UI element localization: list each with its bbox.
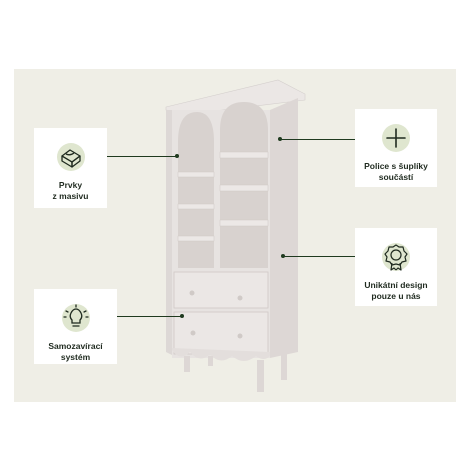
connector-line xyxy=(107,316,182,317)
connector-dot xyxy=(175,154,179,158)
feature-label-line: Samozavírací xyxy=(48,341,103,351)
award-badge-icon xyxy=(382,243,410,271)
connector-dot xyxy=(281,254,285,258)
lightbulb-icon xyxy=(61,304,90,332)
feature-label-line: z masivu xyxy=(52,191,89,201)
feature-label-line: součástí xyxy=(378,172,414,182)
feature-label-line: Prvky xyxy=(58,180,83,190)
wood-block-icon xyxy=(56,143,85,171)
feature-label-line: Police s šuplíky xyxy=(364,161,428,171)
connector-dot xyxy=(278,137,282,141)
connector-line xyxy=(283,256,355,257)
feature-label-line: pouze u nás xyxy=(371,291,421,301)
feature-label-line: systém xyxy=(60,352,91,362)
connector-line xyxy=(107,156,177,157)
connector-line xyxy=(280,139,355,140)
plus-icon xyxy=(382,124,410,152)
feature-label-line: Unikátní design xyxy=(364,280,428,290)
connector-dot xyxy=(180,314,184,318)
